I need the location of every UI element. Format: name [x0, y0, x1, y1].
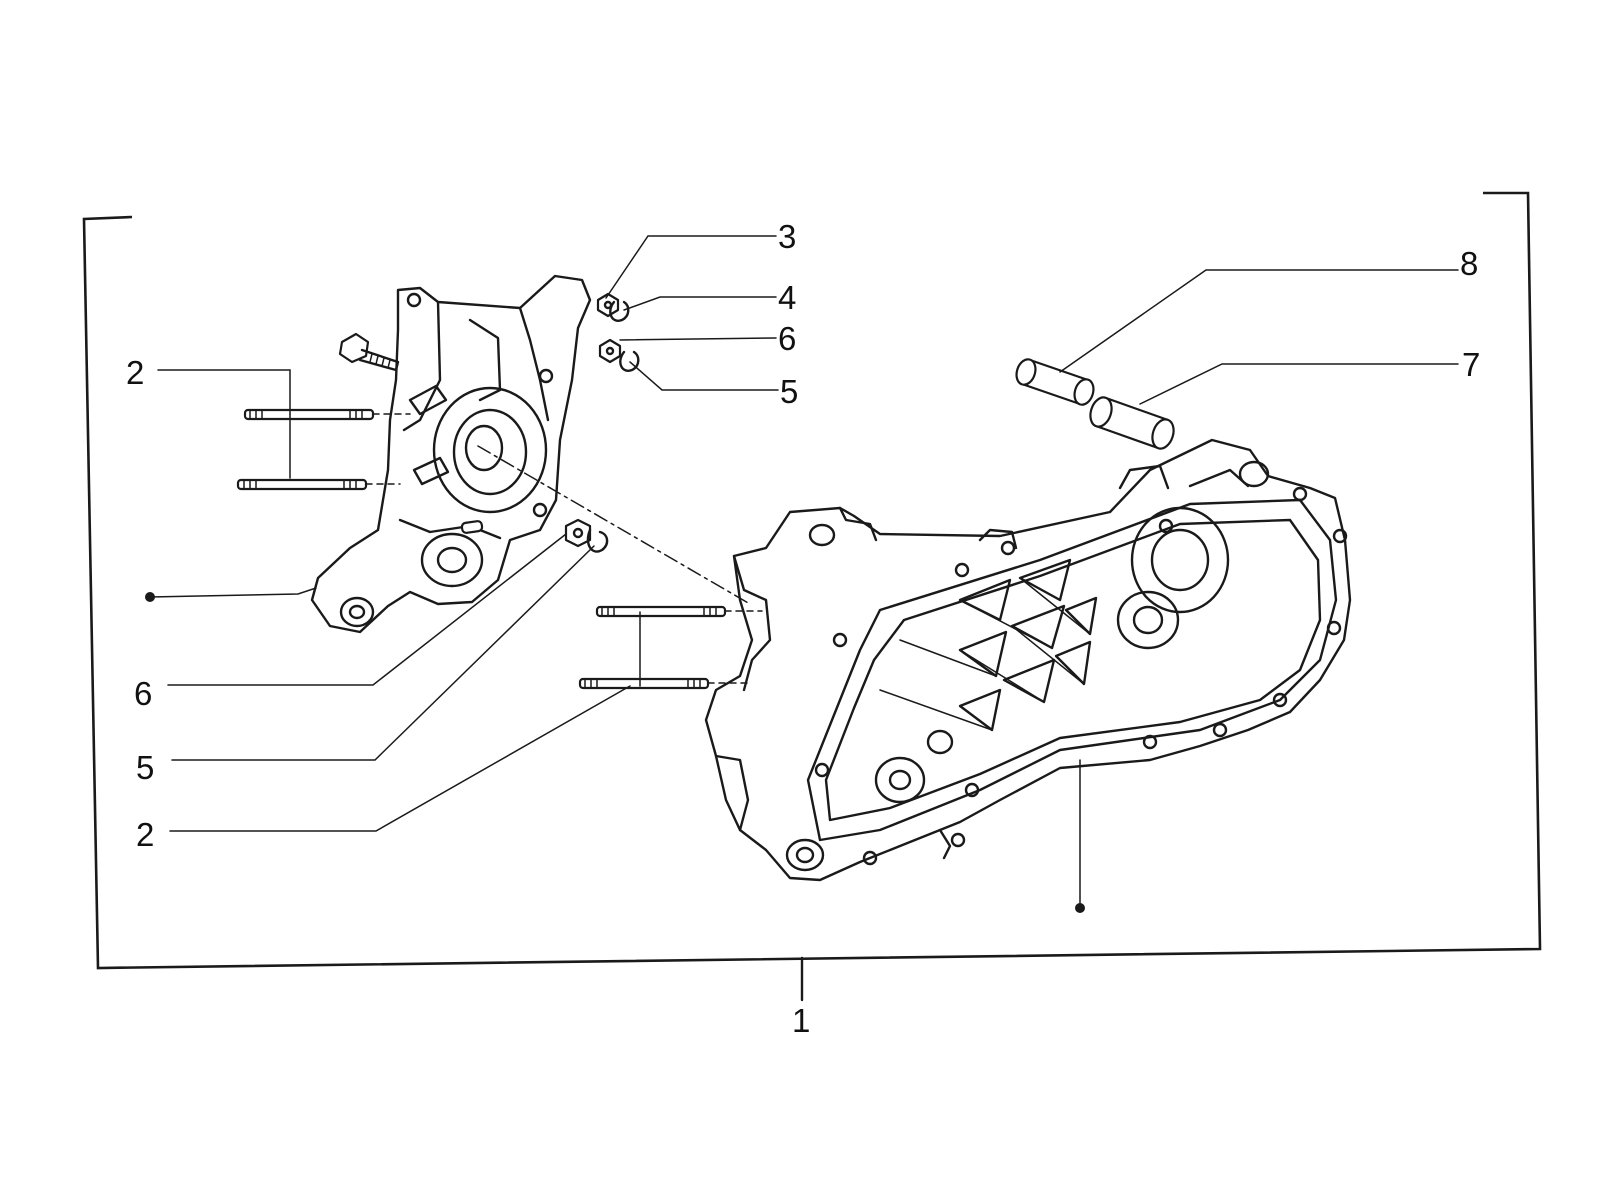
- nut-lower: [564, 518, 592, 548]
- callout-7: 7: [1462, 346, 1480, 383]
- right-crankcase-half: [704, 438, 1352, 882]
- callout-1: 1: [792, 1002, 810, 1039]
- callout-2-upper: 2: [126, 354, 144, 391]
- nut-middle: [598, 338, 622, 364]
- left-half-ref-dot: [145, 592, 155, 602]
- callout-8: 8: [1460, 245, 1478, 282]
- left-crankcase-half: [310, 274, 592, 634]
- assembly-bracket: [82, 191, 1542, 1002]
- circlip-lower: [586, 528, 609, 553]
- nut-upper: [596, 292, 620, 318]
- callout-5-lower: 5: [136, 749, 154, 786]
- alignment-centerline: [477, 445, 751, 605]
- hex-bolt: [338, 332, 400, 372]
- dowel-bushing-8: [1015, 358, 1095, 406]
- leader-lines: [149, 235, 1459, 909]
- dowel-bushing-7: [1089, 396, 1175, 450]
- circlip-middle: [619, 350, 640, 372]
- stud-bolt-pair-lower: [578, 605, 763, 690]
- callout-2-lower: 2: [136, 816, 154, 853]
- stud-bolt-pair-upper: [236, 408, 411, 491]
- right-half-ref-dot: [1075, 903, 1085, 913]
- callout-6-upper: 6: [778, 320, 796, 357]
- circlip-upper: [609, 300, 630, 322]
- callout-labels: 1 2 2 3 4 5 5 6 6 7 8: [126, 218, 1480, 1039]
- callout-5-upper: 5: [780, 373, 798, 410]
- callout-3: 3: [778, 218, 796, 255]
- callout-6-lower: 6: [134, 675, 152, 712]
- callout-4: 4: [778, 279, 796, 316]
